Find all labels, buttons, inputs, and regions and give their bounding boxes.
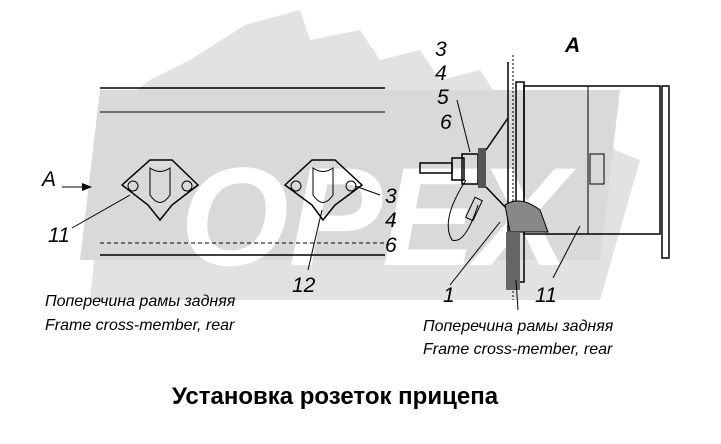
right-view-assembly: [419, 55, 670, 311]
callout-5-right: 5: [437, 86, 449, 109]
left-leaders: [62, 183, 381, 271]
callout-11-left: 11: [48, 224, 70, 247]
callout-11-right: 11: [535, 284, 557, 307]
callout-6-right: 6: [440, 111, 452, 134]
callout-3-left: 3: [385, 185, 397, 208]
callout-4-left: 4: [385, 209, 397, 232]
callout-4-right: 4: [435, 62, 447, 85]
right-leaders: [449, 99, 581, 286]
callout-3-right: 3: [435, 38, 447, 61]
socket-flange-left: [120, 159, 200, 222]
right-caption-en: Frame cross-member, rear: [423, 341, 613, 358]
right-caption-ru: Поперечина рамы задняя: [423, 318, 614, 335]
left-view-frame: [100, 87, 385, 256]
callout-1-right: 1: [443, 284, 455, 307]
diagram-title: Установка розеток прицепа: [172, 383, 499, 410]
opex-watermark-logo: OPEX: [80, 10, 640, 300]
left-caption-ru: Поперечина рамы задняя: [45, 293, 236, 310]
callout-6-left: 6: [385, 234, 397, 257]
view-label-a: A: [564, 34, 580, 57]
left-caption-en: Frame cross-member, rear: [45, 317, 235, 334]
callout-12-left: 12: [292, 274, 316, 297]
section-label-a: A: [40, 168, 56, 191]
